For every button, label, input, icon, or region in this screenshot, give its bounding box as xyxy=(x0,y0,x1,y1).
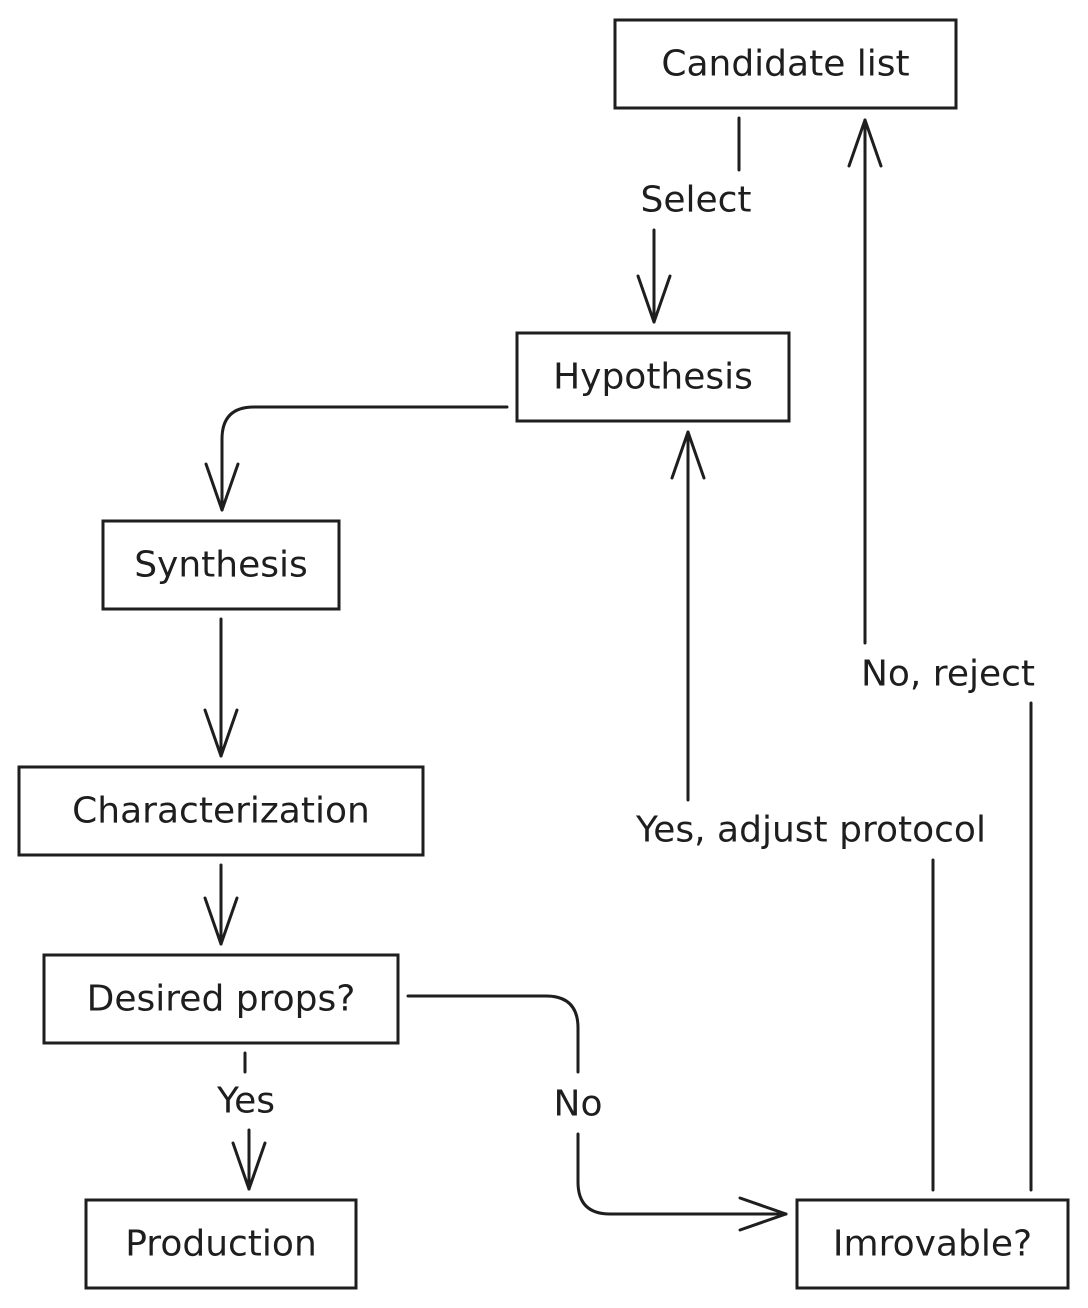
node-candidate-list[interactable]: Candidate list xyxy=(613,18,958,110)
edge-improvable-to-hypothesis: Yes, adjust protocol xyxy=(635,430,986,1192)
node-box xyxy=(795,1198,1070,1290)
node-hypothesis[interactable]: Hypothesis xyxy=(515,331,791,423)
edge-characterization-to-desired-props xyxy=(203,863,239,946)
node-improvable[interactable]: Imrovable? xyxy=(795,1198,1070,1290)
node-production[interactable]: Production xyxy=(84,1198,358,1290)
edge-label-select: Select xyxy=(640,180,751,221)
node-box xyxy=(515,331,791,423)
node-label-production: Production xyxy=(125,1224,317,1265)
edge-desired-to-production: Yes xyxy=(216,1051,275,1191)
arrowhead-icon xyxy=(204,462,240,512)
node-desired-props[interactable]: Desired props? xyxy=(42,953,400,1045)
node-label-characterization: Characterization xyxy=(72,791,370,832)
node-label-desired-props: Desired props? xyxy=(87,979,356,1020)
edge-hypothesis-to-synthesis xyxy=(204,405,509,512)
node-label-candidate-list: Candidate list xyxy=(661,44,909,85)
edge-candidate-to-hypothesis: Select xyxy=(636,116,752,324)
edge-line xyxy=(220,405,509,512)
node-label-hypothesis: Hypothesis xyxy=(553,357,753,398)
arrowhead-icon xyxy=(738,1196,788,1232)
edge-desired-to-improvable: No xyxy=(406,994,788,1232)
node-box xyxy=(42,953,400,1045)
edge-synthesis-to-characterization xyxy=(203,617,239,758)
arrowhead-icon xyxy=(231,1141,267,1191)
edge-label-no-reject: No, reject xyxy=(861,654,1035,695)
node-box xyxy=(101,519,341,611)
node-box xyxy=(17,765,425,857)
edge-label-no: No xyxy=(554,1084,603,1125)
node-label-improvable: Imrovable? xyxy=(833,1224,1032,1265)
edge-label-yes-adjust: Yes, adjust protocol xyxy=(635,810,986,851)
arrowhead-icon xyxy=(847,118,883,168)
edge-improvable-to-candidate: No, reject xyxy=(847,118,1035,1192)
node-characterization[interactable]: Characterization xyxy=(17,765,425,857)
node-label-synthesis: Synthesis xyxy=(134,545,308,586)
node-box xyxy=(84,1198,358,1290)
node-synthesis[interactable]: Synthesis xyxy=(101,519,341,611)
edge-line xyxy=(576,1132,788,1216)
arrowhead-icon xyxy=(203,708,239,758)
edge-line xyxy=(406,994,580,1074)
arrowhead-icon xyxy=(670,430,706,480)
arrowhead-icon xyxy=(636,274,672,324)
arrowhead-icon xyxy=(203,896,239,946)
node-box xyxy=(613,18,958,110)
edge-label-yes: Yes xyxy=(216,1081,275,1122)
